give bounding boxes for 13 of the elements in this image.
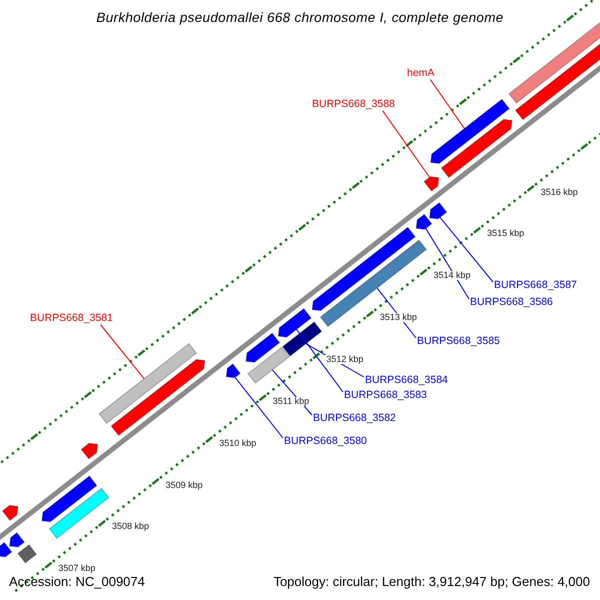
- scale-label: 3510 kbp: [218, 438, 258, 448]
- scale-label: 3511 kbp: [272, 396, 310, 406]
- scale-label: 3508 kbp: [111, 522, 150, 532]
- scale-label: 3514 kbp: [432, 271, 472, 280]
- title: Burkholderia pseudomallei 668 chromosome I, complete genome: [95, 11, 505, 24]
- scale-label: 3513 kbp: [378, 313, 418, 322]
- scale-label: 3509 kbp: [164, 480, 204, 490]
- accession-text: Accession: NC_009074: [9, 575, 145, 588]
- scale-label: 3516 kbp: [540, 188, 579, 196]
- scale-label: 3512 kbp: [325, 354, 364, 364]
- scale-label: 3507 kbp: [57, 564, 96, 574]
- scale-label: 3515 kbp: [486, 229, 526, 238]
- genome-summary-text: Topology: circular; Length: 3,912,947 bp; Genes: 4,000: [273, 575, 590, 588]
